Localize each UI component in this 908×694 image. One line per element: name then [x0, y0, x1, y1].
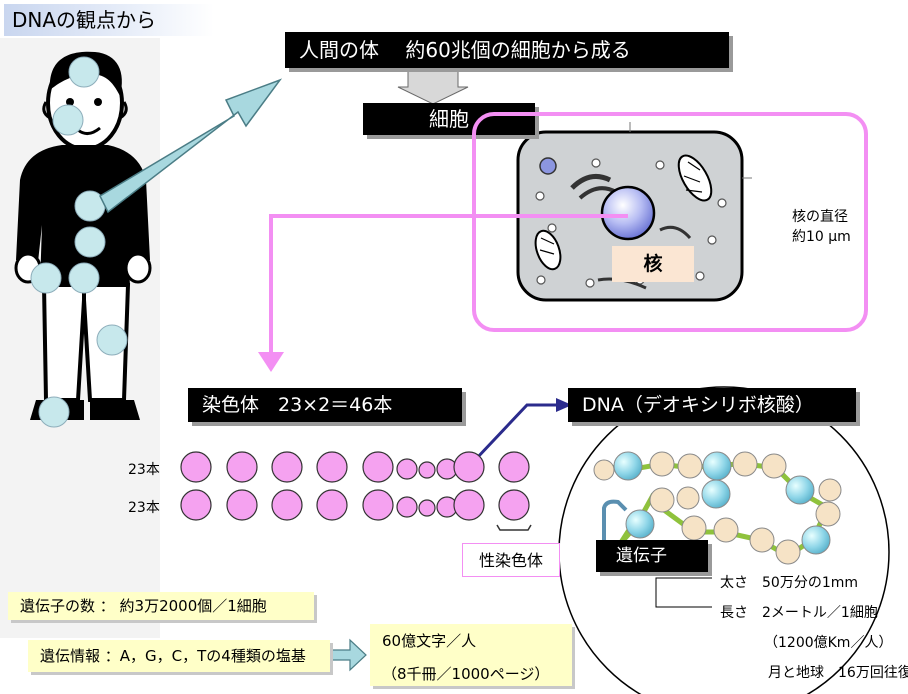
chromosome-row-1	[180, 451, 530, 483]
info-arrow	[329, 638, 367, 672]
sex-chromosome-label: 性染色体	[462, 543, 560, 577]
header-down-arrow	[397, 66, 469, 105]
chromosome-to-dna-connector	[474, 398, 572, 461]
chromosome-row-2	[180, 489, 530, 521]
body-to-header-arrow	[99, 78, 283, 214]
dna-length: 長さ 2メートル／1細胞	[720, 605, 878, 621]
dna-header: DNA（デオキシリボ核酸）	[568, 388, 856, 422]
row-label-2: 23本	[128, 500, 160, 516]
cell-header: 細胞	[363, 103, 535, 135]
dna-moon: 月と地球 16万回往復	[768, 665, 908, 681]
cell-frame	[472, 112, 868, 332]
nucleus-label: 核	[612, 246, 694, 282]
sex-chromosome-bracket	[496, 524, 532, 531]
person-figure	[0, 38, 160, 638]
book-count: （8千冊／1000ページ）	[382, 665, 550, 683]
gene-label: 遺伝子	[596, 540, 708, 572]
dna-total: （1200億Km／人）	[764, 635, 893, 651]
nucleus-to-chromosome-connector	[258, 214, 628, 372]
body-header: 人間の体 約60兆個の細胞から成る	[285, 32, 729, 68]
dna-thickness: 太さ 50万分の1mm	[720, 575, 858, 591]
nucleus-diameter: 核の直径 約10 µm	[792, 209, 851, 245]
row-label-1: 23本	[128, 462, 160, 478]
page-title: DNAの観点から	[4, 4, 214, 36]
genetic-info-box: 遺伝情報 ：A，G，C，Tの4種類の塩基	[28, 640, 330, 672]
chromosome-header: 染色体 23×2＝46本	[188, 388, 462, 422]
char-count: 60億文字／人	[382, 632, 477, 650]
char-count-box: 60億文字／人 （8千冊／1000ページ）	[370, 624, 572, 686]
gene-count-box: 遺伝子の数 ： 約3万2000個／1細胞	[8, 592, 314, 620]
